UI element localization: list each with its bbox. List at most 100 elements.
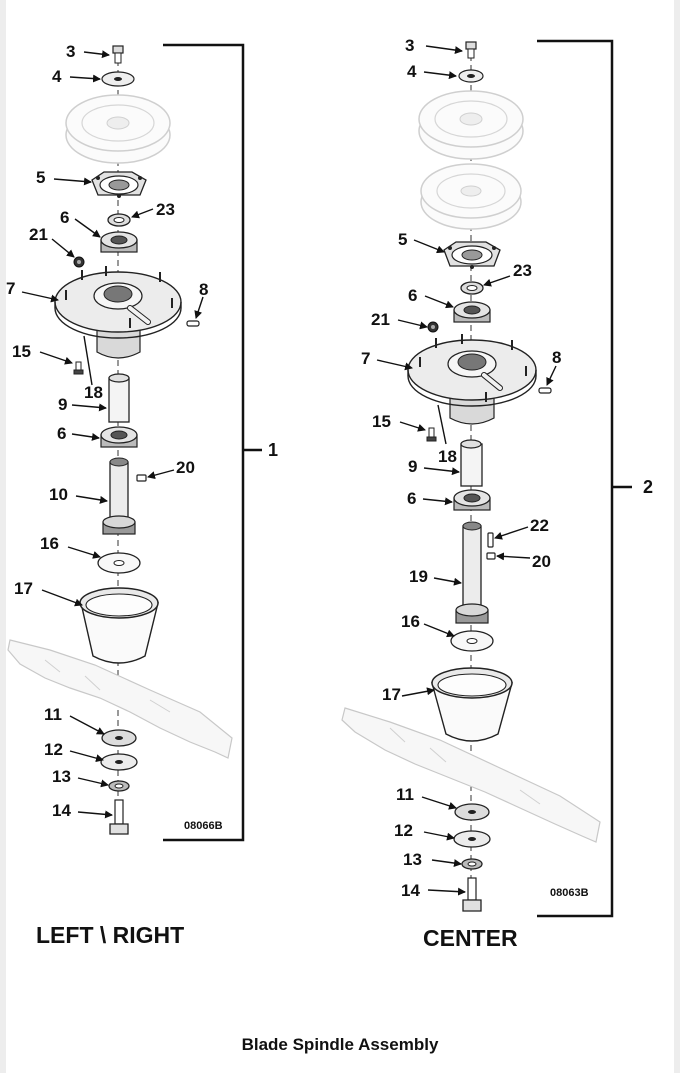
center-label-21: 21 — [371, 310, 390, 329]
center-caption: CENTER — [423, 925, 518, 951]
left-pin-8 — [186, 320, 200, 327]
center-bracket — [537, 39, 614, 918]
center-drawing-id: 08063B — [550, 887, 589, 899]
center-label-4: 4 — [407, 62, 417, 81]
left-pulley — [65, 94, 171, 164]
left-grease-fitting-21 — [73, 256, 85, 268]
center-leader-lines — [376, 45, 557, 896]
left-label-18: 18 — [84, 383, 103, 402]
left-label-7: 7 — [6, 279, 15, 298]
left-label-21: 21 — [29, 225, 48, 244]
center-label-17: 17 — [382, 685, 401, 704]
left-washer-12 — [100, 753, 138, 771]
center-cup-17 — [431, 667, 513, 742]
center-label-6-upper: 6 — [408, 286, 417, 305]
left-bolt-3 — [112, 45, 124, 64]
left-flange-5 — [91, 171, 147, 198]
center-pulley-upper — [418, 90, 524, 160]
left-right-caption: LEFT \ RIGHT — [36, 922, 185, 948]
left-label-23: 23 — [156, 200, 175, 219]
center-label-9: 9 — [408, 457, 417, 476]
center-pulley-lower — [420, 163, 522, 230]
left-label-14: 14 — [52, 801, 71, 820]
left-bearing-6-upper — [100, 231, 138, 253]
left-label-13: 13 — [52, 767, 71, 786]
left-sleeve-9 — [108, 373, 130, 423]
center-label-5: 5 — [398, 230, 407, 249]
left-drawing-id: 08066B — [184, 820, 223, 832]
center-key-22 — [487, 532, 494, 548]
center-label-11: 11 — [396, 785, 414, 804]
center-label-12: 12 — [394, 821, 413, 840]
left-label-6-upper: 6 — [60, 208, 69, 227]
center-washer-16 — [450, 630, 494, 652]
left-washer-11 — [101, 729, 137, 747]
left-label-12: 12 — [44, 740, 63, 759]
center-key-20 — [486, 552, 496, 560]
left-label-6-lower: 6 — [57, 424, 66, 443]
left-leader-lines — [21, 50, 204, 819]
left-label-15: 15 — [12, 342, 31, 361]
center-label-14: 14 — [401, 881, 420, 900]
left-cup-17 — [79, 587, 159, 664]
center-blade — [341, 707, 601, 843]
center-housing-7 — [407, 334, 537, 425]
left-label-3: 3 — [66, 42, 75, 61]
left-label-16: 16 — [40, 534, 59, 553]
center-spindle-shaft-19 — [455, 521, 489, 624]
center-label-19: 19 — [409, 567, 428, 586]
left-assembly: 3 4 5 23 21 6 7 8 15 18 9 6 20 10 16 17 … — [6, 42, 278, 842]
center-label-16: 16 — [401, 612, 420, 631]
center-label-18: 18 — [438, 447, 457, 466]
left-label-17: 17 — [14, 579, 33, 598]
left-blade-edges — [44, 659, 171, 713]
left-group-label: 1 — [268, 440, 278, 460]
center-washer-12 — [453, 830, 491, 848]
center-label-23: 23 — [513, 261, 532, 280]
left-bolt-14 — [109, 799, 129, 835]
center-label-22: 22 — [530, 516, 549, 535]
center-label-8: 8 — [552, 348, 561, 367]
left-label-8: 8 — [199, 280, 208, 299]
left-spindle-shaft-10 — [102, 457, 136, 535]
left-key-20 — [136, 474, 147, 482]
center-label-3: 3 — [405, 36, 414, 55]
center-pin-8 — [538, 387, 552, 394]
center-blade-edges — [389, 727, 541, 805]
center-label-7: 7 — [361, 349, 370, 368]
left-bearing-6-lower — [100, 426, 138, 448]
center-lock-washer-13 — [461, 858, 483, 870]
left-bracket — [163, 43, 245, 842]
center-washer-11 — [454, 803, 490, 821]
left-spacer-23 — [107, 213, 131, 227]
left-screw-15 — [73, 361, 84, 375]
center-label-15: 15 — [372, 412, 391, 431]
left-housing-7 — [54, 266, 182, 359]
center-label-20: 20 — [532, 552, 551, 571]
center-label-13: 13 — [403, 850, 422, 869]
left-washer-4 — [101, 71, 135, 87]
center-bolt-3 — [465, 41, 477, 59]
center-part-labels: 3 4 5 23 6 21 7 8 15 18 9 6 22 20 19 16 … — [361, 36, 653, 900]
left-label-5: 5 — [36, 168, 45, 187]
center-screw-15 — [426, 427, 437, 442]
center-sleeve-9 — [460, 439, 483, 487]
center-flange-5 — [443, 241, 501, 269]
center-bolt-14 — [462, 877, 482, 912]
right-page-edge — [674, 0, 680, 1073]
left-washer-16 — [97, 552, 141, 574]
left-label-11: 11 — [44, 705, 62, 724]
center-group-label: 2 — [643, 477, 653, 497]
figure-title: Blade Spindle Assembly — [241, 1035, 439, 1054]
left-page-edge — [0, 0, 6, 1073]
center-bearing-6-lower — [453, 489, 491, 511]
left-label-4: 4 — [52, 67, 62, 86]
center-bearing-6-upper — [453, 301, 491, 323]
left-blade — [7, 639, 233, 759]
center-assembly: 3 4 5 23 6 21 7 8 15 18 9 6 22 20 19 16 … — [341, 36, 653, 918]
left-label-10: 10 — [49, 485, 68, 504]
center-grease-fitting-21 — [427, 321, 439, 333]
left-label-20: 20 — [176, 458, 195, 477]
